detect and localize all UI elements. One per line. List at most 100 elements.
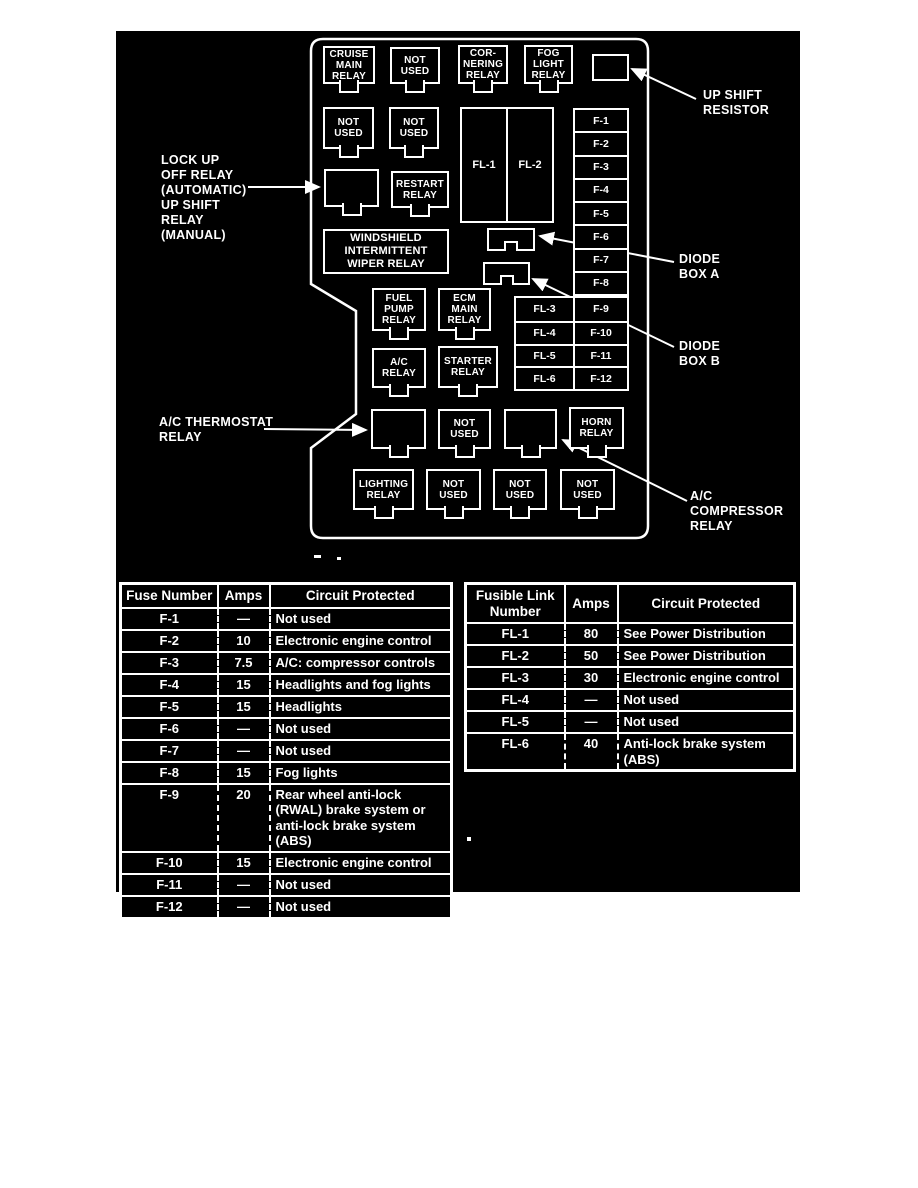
relay-windshield-wiper: WINDSHIELD INTERMITTENT WIPER RELAY bbox=[323, 229, 449, 274]
fusible-link-amps: 30 bbox=[563, 666, 618, 690]
relay-pin-tab bbox=[454, 327, 475, 340]
fuse-number: F-11 bbox=[120, 872, 218, 897]
fuse-f4: F-4 bbox=[575, 177, 627, 201]
fuse-table-header-row: Fuse Number Amps Circuit Protected bbox=[119, 582, 453, 609]
relay-pin-tab bbox=[338, 145, 359, 158]
callout-diode-box-b: DIODE BOX B bbox=[679, 339, 721, 368]
fusible-link-amps: — bbox=[563, 688, 618, 712]
fusible-link-amps: 40 bbox=[563, 732, 618, 772]
relay-pin-tab bbox=[410, 204, 430, 217]
relay-pin-tab bbox=[458, 384, 478, 397]
fuse-number: F-6 bbox=[120, 716, 218, 741]
fuse-number: F-7 bbox=[120, 738, 218, 763]
fusible-link-fl2: FL-2 bbox=[506, 109, 552, 221]
fuse-box-figure: CRUISE MAIN RELAY NOT USED COR- NERING R… bbox=[116, 31, 800, 920]
fuse-amps: 15 bbox=[216, 760, 270, 785]
relay-pin-tab bbox=[373, 506, 394, 519]
relay-cruise-main-label: CRUISE MAIN RELAY bbox=[329, 48, 369, 82]
fuse-f11: F-11 bbox=[573, 343, 627, 367]
relay-pin-tab bbox=[388, 445, 409, 458]
relay-not-used-label: NOT USED bbox=[399, 117, 429, 139]
fuse-f5: F-5 bbox=[575, 201, 627, 224]
relay-not-used-label: NOT USED bbox=[334, 117, 363, 139]
fusible-link-table-header-circuit: Circuit Protected bbox=[616, 582, 796, 624]
relay-pin-tab bbox=[404, 145, 424, 158]
fusible-link-circuit: Not used bbox=[616, 710, 795, 734]
fuse-table: Fuse Number Amps Circuit Protected F-1—N… bbox=[119, 582, 453, 920]
fusible-link-number: FL-3 bbox=[465, 666, 565, 690]
relay-horn: HORN RELAY bbox=[569, 407, 624, 458]
fuse-column-f1-f8: F-1 F-2 F-3 F-4 F-5 F-6 F-7 F-8 bbox=[573, 108, 629, 296]
fuse-number: F-8 bbox=[120, 760, 218, 785]
diode-box-b-shape bbox=[483, 262, 530, 285]
relay-ac-compressor bbox=[504, 409, 557, 458]
fusible-link-circuit: Not used bbox=[616, 688, 795, 712]
fuse-number: F-10 bbox=[120, 850, 218, 875]
fuse-table-row: F-7—Not used bbox=[120, 738, 452, 763]
fuse-circuit: Electronic engine control bbox=[268, 850, 452, 875]
fusible-link-circuit: Electronic engine control bbox=[616, 666, 795, 690]
fusible-link-fl4: FL-4 bbox=[516, 320, 573, 344]
relay-pin-tab bbox=[586, 445, 607, 458]
relay-restart: RESTART RELAY bbox=[391, 171, 449, 217]
relay-not-used-5: NOT USED bbox=[426, 469, 481, 519]
fuse-table-header-amps: Amps bbox=[216, 582, 271, 609]
relay-not-used-7: NOT USED bbox=[560, 469, 615, 519]
fuse-f12: F-12 bbox=[573, 366, 627, 389]
scan-artifact bbox=[337, 557, 341, 560]
fusible-link-table-row: FL-4—Not used bbox=[465, 688, 795, 712]
relay-lighting-label: LIGHTING RELAY bbox=[358, 478, 409, 501]
relay-windshield-wiper-label: WINDSHIELD INTERMITTENT WIPER RELAY bbox=[344, 232, 428, 270]
fuse-circuit: Not used bbox=[268, 872, 452, 897]
relay-not-used-label: NOT USED bbox=[439, 478, 468, 501]
fusible-link-fl6: FL-6 bbox=[516, 366, 573, 389]
fuse-table-header-circuit: Circuit Protected bbox=[268, 582, 453, 609]
up-shift-resistor-arrow bbox=[630, 68, 697, 100]
relay-not-used-label: NOT USED bbox=[400, 54, 430, 77]
relay-pin-tab bbox=[520, 445, 541, 458]
relay-fog-light-label: FOG LIGHT RELAY bbox=[531, 48, 566, 81]
relay-pin-tab bbox=[538, 80, 559, 93]
fuse-circuit: Electronic engine control bbox=[268, 628, 452, 653]
fuse-amps: 7.5 bbox=[216, 650, 270, 675]
fusible-link-fl5: FL-5 bbox=[516, 343, 573, 367]
relay-fog-light: FOG LIGHT RELAY bbox=[524, 45, 573, 93]
fusible-link-amps: 50 bbox=[563, 644, 618, 668]
fuse-circuit: Not used bbox=[268, 606, 452, 631]
relay-ac: A/C RELAY bbox=[372, 348, 426, 397]
relay-ac-label: A/C RELAY bbox=[382, 357, 416, 379]
fusible-link-fl3: FL-3 bbox=[533, 303, 556, 316]
relay-pin-tab bbox=[577, 506, 598, 519]
fuse-amps: 10 bbox=[216, 628, 270, 653]
fuse-amps: — bbox=[216, 872, 270, 897]
fusible-link-table-header-number: Fusible Link Number bbox=[464, 582, 566, 624]
fuse-circuit: Not used bbox=[268, 738, 452, 763]
fuse-number: F-12 bbox=[120, 894, 218, 919]
relay-not-used-6: NOT USED bbox=[493, 469, 547, 519]
callout-ac-compressor-relay: A/C COMPRESSOR RELAY bbox=[690, 489, 784, 533]
relay-pin-tab bbox=[341, 203, 362, 216]
fuse-f1: F-1 bbox=[593, 114, 609, 127]
fuse-table-row: F-12—Not used bbox=[120, 894, 452, 919]
fuse-circuit: A/C: compressor controls bbox=[268, 650, 452, 675]
fuse-amps: — bbox=[216, 606, 270, 631]
fuse-amps: — bbox=[216, 894, 270, 919]
fuse-amps: 20 bbox=[216, 782, 270, 853]
fusible-link-amps: 80 bbox=[563, 622, 618, 646]
relay-not-used-label: NOT USED bbox=[505, 478, 535, 501]
diode-box-a-shape bbox=[487, 228, 535, 251]
fuse-grid-fl3-f12: FL-3 F-9 FL-4 F-10 FL-5 F-11 FL-6 F-12 bbox=[514, 296, 629, 391]
fusible-link-box-fl1-fl2: FL-1 FL-2 bbox=[460, 107, 554, 223]
relay-ecm-main-label: ECM MAIN RELAY bbox=[447, 293, 482, 326]
fuse-f6: F-6 bbox=[575, 224, 627, 247]
fuse-f10: F-10 bbox=[573, 320, 627, 344]
relay-ecm-main: ECM MAIN RELAY bbox=[438, 288, 491, 340]
fusible-link-table-row: FL-5—Not used bbox=[465, 710, 795, 734]
relay-not-used-3: NOT USED bbox=[389, 107, 439, 158]
fusible-link-number: FL-4 bbox=[465, 688, 565, 712]
